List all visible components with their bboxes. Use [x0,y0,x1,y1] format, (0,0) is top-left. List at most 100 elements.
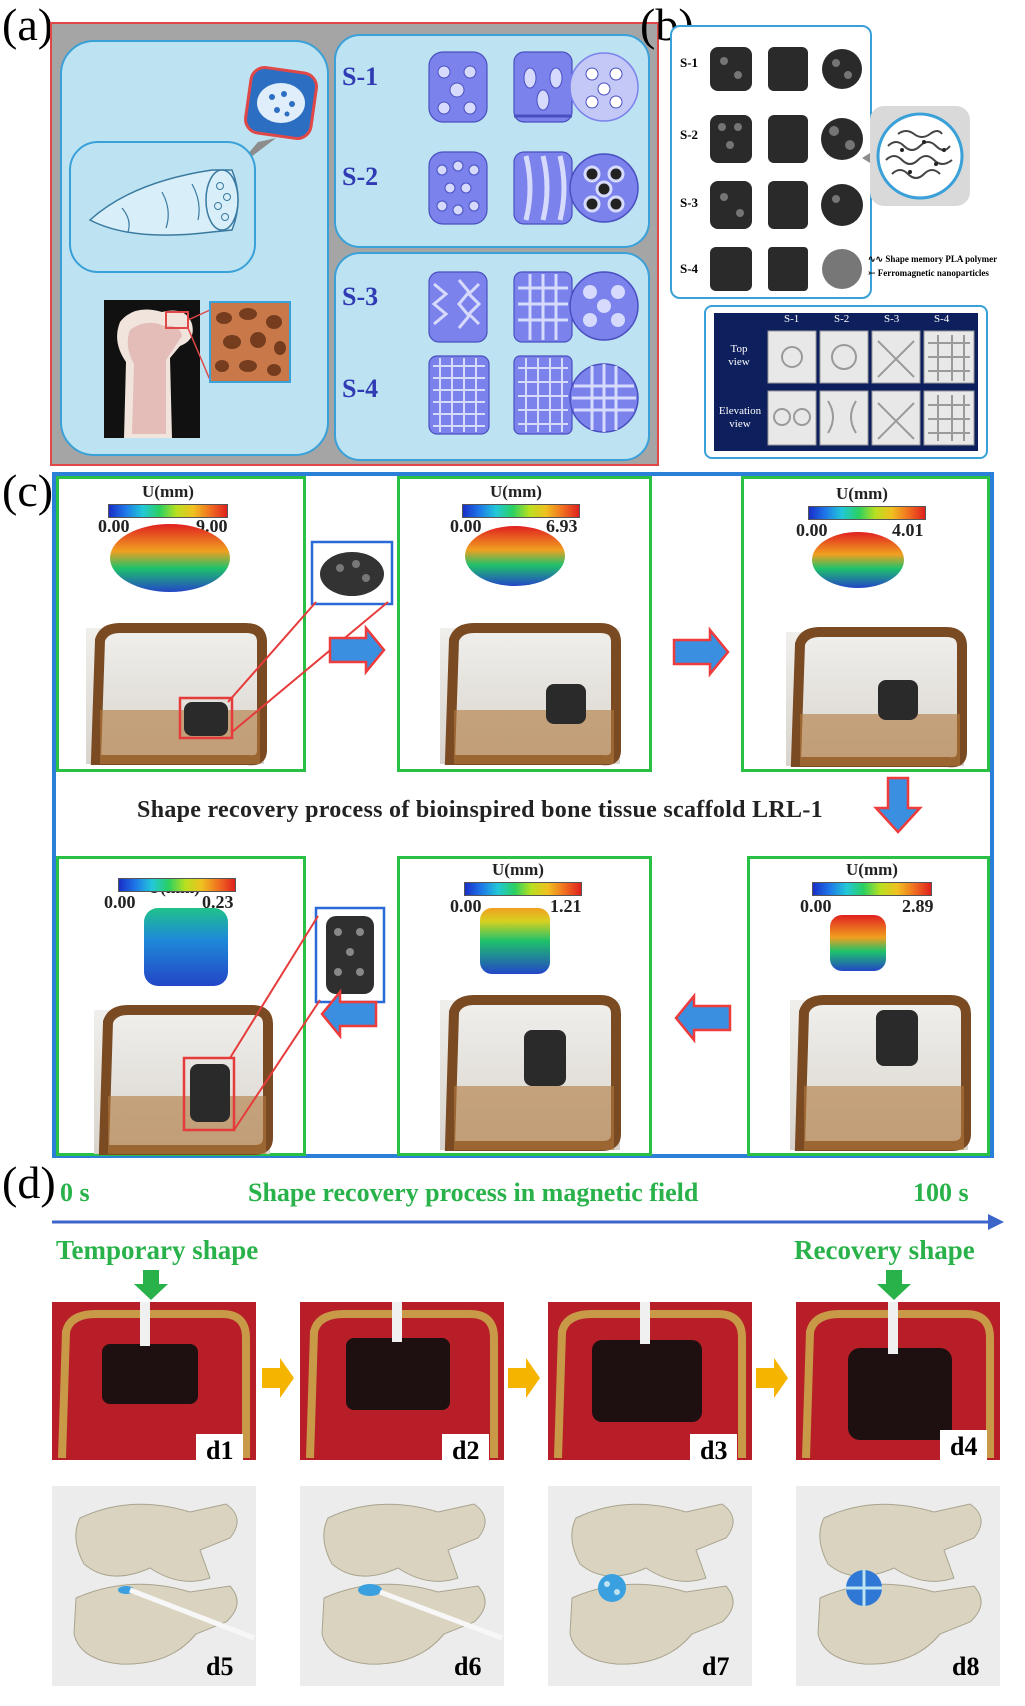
panel-a: S-1 S-2 S-3 S-4 [50,22,659,466]
label-d6: d6 [454,1652,482,1681]
colorbar-title-12s: U(mm) [492,860,544,879]
timeline-arrow [52,1214,1004,1230]
legend-label-pla: Shape memory PLA polymer [885,254,998,264]
scaffold-s3-side [513,271,573,343]
photo-coil-0s [86,623,267,766]
panel-label-d: (d) [2,1157,56,1208]
colorbar-min-12s: 0.00 [450,896,482,916]
colorbar-3s [462,504,580,518]
photo-d1 [52,1302,256,1460]
row-label-s3: S-3 [342,282,379,311]
green-arrow-recovery [877,1270,911,1300]
timeline-title: Shape recovery process in magnetic field [248,1178,699,1207]
wave-line-icon: ∿∿ [868,254,884,264]
scaffold-s4-front [428,355,490,435]
panel-c-graphics [86,524,971,1155]
timeline-end: 100 s [913,1178,969,1207]
frame-box-6s [741,476,990,772]
orange-arrow-3 [756,1358,788,1398]
row-label-s2: S-2 [342,162,379,191]
view-row-top: Top view [728,343,750,368]
vertebra-d8 [796,1486,1000,1686]
zoom-inset-compressed [227,540,394,733]
arrow-down [873,776,923,834]
orange-arrow-2 [508,1358,540,1398]
colorbar-min-15s: 0.00 [104,892,136,912]
colorbar-title-6s: U(mm) [836,484,888,503]
photo-coil-12s [440,995,621,1151]
scaffold-s2-front [428,151,488,225]
panel-label-a: (a) [2,0,54,50]
colorbar-title-3s: U(mm) [490,482,542,501]
view-col-s2: S-2 [834,313,850,325]
arrow-right-2 [672,626,730,678]
scaffold-s4-top [569,363,639,433]
colorbar-max-6s: 4.01 [892,520,924,540]
colorbar-min-6s: 0.00 [796,520,828,540]
legend-label-nanoparticles: Ferromagnetic nanoparticles [877,268,989,278]
photo-coil-9s [790,995,971,1151]
photo-d4 [796,1302,1000,1460]
nanoparticle-zoom [862,106,970,206]
label-d4: d4 [940,1430,988,1464]
scaffold-s4-side [513,355,573,435]
fem-shape-12s [480,908,550,974]
arrow-left-1 [674,992,732,1044]
vertebra-d6 [300,1486,504,1686]
panel-label-c: (c) [2,465,54,516]
view-row-elevation: Elevation view [718,405,762,430]
panel-b-view-table: S-1 S-2 S-3 S-4 Top view Elevation view [704,305,988,459]
scaffold-s1-top [569,52,639,122]
panel-b-photo-grid: S-1 S-2 S-3 S-4 [670,25,872,299]
colorbar-0s [108,504,228,518]
view-col-s1: S-1 [784,313,800,325]
colorbar-title-0s: U(mm) [142,482,194,501]
colorbar-title-9s: U(mm) [846,860,898,879]
view-table-images [767,330,975,446]
view-col-s4: S-4 [934,313,950,325]
colorbar-max-15s: 0.23 [202,892,234,912]
colorbar-6s [808,506,926,520]
scaffold-s3-front [428,271,488,343]
photo-coil-6s [786,627,967,768]
view-col-s3: S-3 [884,313,900,325]
vertebra-d5 [52,1486,256,1686]
frame-box-3s [397,476,652,772]
colorbar-max-9s: 2.89 [902,896,934,916]
scaffold-s1-side [513,51,573,123]
scaffold-s3-top [569,271,639,341]
colorbar-min-9s: 0.00 [800,896,832,916]
arrow-left-2 [320,988,378,1040]
photo-row-label-s2: S-2 [680,127,699,142]
temporary-shape-label: Temporary shape [56,1235,259,1265]
fem-shape-15s [144,908,228,986]
colorbar-12s [464,882,582,896]
frame-box-12s [397,856,652,1156]
arrow-right-1 [328,624,386,676]
label-d2: d2 [442,1434,490,1468]
frame-box-0s [56,476,306,772]
panel-c-caption: Shape recovery process of bioinspired bo… [137,797,823,823]
fem-shape-3s [465,526,565,586]
label-d5: d5 [206,1652,234,1681]
green-arrow-temporary [134,1270,168,1300]
label-d7: d7 [702,1652,730,1681]
photo-row-label-s4: S-4 [680,261,699,276]
printed-scaffold-photos [710,47,863,291]
orange-arrow-1 [262,1358,294,1398]
bone-illustration-box [60,40,329,456]
label-d8: d8 [952,1652,980,1681]
timeline-start: 0 s [60,1178,90,1207]
label-d3: d3 [690,1434,738,1468]
scaffold-s2-side [513,151,573,225]
scaffold-s1-front [428,51,488,123]
colorbar-9s [812,882,932,896]
bone-illustration [69,66,318,438]
photo-coil-3s [440,623,621,766]
fem-shape-9s [830,915,886,971]
photo-d3 [548,1302,752,1460]
photo-row-label-s3: S-3 [680,195,699,210]
fem-shape-6s [812,532,904,588]
colorbar-min-0s: 0.00 [98,516,130,536]
vertebra-d7 [548,1486,752,1686]
